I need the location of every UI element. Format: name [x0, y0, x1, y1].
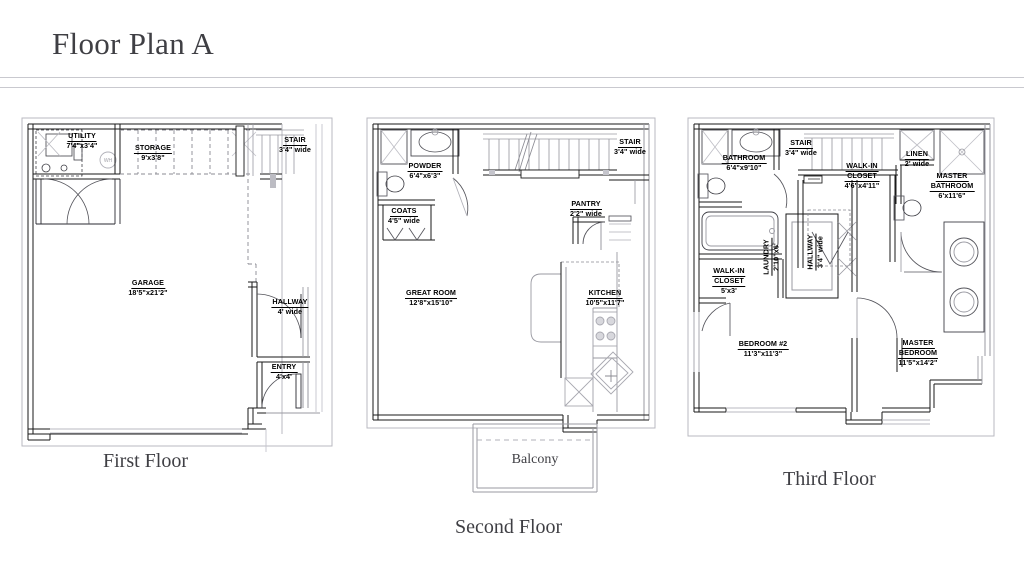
- room-label-pantry: PANTRY 2'2" wide: [570, 199, 602, 219]
- room-label-laundry: LAUNDRY 2'10"x6': [761, 238, 781, 276]
- room-label-master-bathroom: MASTER BATHROOM 6'x11'6": [929, 171, 975, 201]
- room-label-bedroom-2: BEDROOM #2 11'3"x11'3": [737, 339, 789, 359]
- room-label-entry: ENTRY 4'x4': [270, 362, 298, 382]
- room-label-coats: COATS 4'5" wide: [388, 206, 420, 226]
- first-floor-caption: First Floor: [103, 450, 189, 472]
- room-label-utility: UTILITY 7'4"x3'4": [66, 131, 98, 151]
- room-label-kitchen: KITCHEN 10'5"x11'7": [585, 288, 625, 308]
- room-label-linen: LINEN 2' wide: [904, 149, 930, 169]
- room-label-great-room: GREAT ROOM 12'8"x15'10": [405, 288, 457, 308]
- first-floor-plan: WH: [20, 112, 340, 452]
- room-label-bathroom: BATHROOM 6'4"x9'10": [721, 153, 767, 173]
- room-label-powder: POWDER 6'4"x6'3": [407, 161, 443, 181]
- header-rule-top: [0, 77, 1024, 78]
- balcony-label: Balcony: [511, 452, 559, 467]
- third-floor-caption: Third Floor: [783, 468, 876, 490]
- water-heater-icon: WH: [99, 151, 117, 169]
- third-floor-plan: BATHROOM 6'4"x9'10" STAIR 3'4" wide LINE…: [686, 112, 1016, 452]
- room-label-garage: GARAGE 18'5"x21'2": [128, 278, 168, 298]
- second-floor-plan: POWDER 6'4"x6'3" COATS 4'5" wide STAIR 3…: [365, 112, 675, 512]
- room-label-walkin-closet-bed2: WALK-IN CLOSET 5'x3': [712, 266, 746, 296]
- room-label-hallway: HALLWAY 3'4" wide: [805, 233, 825, 271]
- room-label-stair: STAIR 3'4" wide: [785, 138, 817, 158]
- room-label-walkin-closet-master: WALK-IN CLOSET 4'6"x4'11": [844, 161, 880, 191]
- header-rule-bottom: [0, 87, 1024, 88]
- room-label-storage: STORAGE 9'x3'8": [133, 143, 173, 163]
- page-title: Floor Plan A: [52, 26, 215, 61]
- room-label-master-bedroom: MASTER BEDROOM 11'5"x14'2": [897, 338, 939, 368]
- second-floor-caption: Second Floor: [455, 516, 563, 538]
- room-label-stair: STAIR 3'4" wide: [614, 137, 646, 157]
- room-label-stair: STAIR 3'4" wide: [279, 135, 311, 155]
- room-label-hallway: HALLWAY 4' wide: [271, 297, 309, 317]
- svg-text:WH: WH: [104, 158, 113, 164]
